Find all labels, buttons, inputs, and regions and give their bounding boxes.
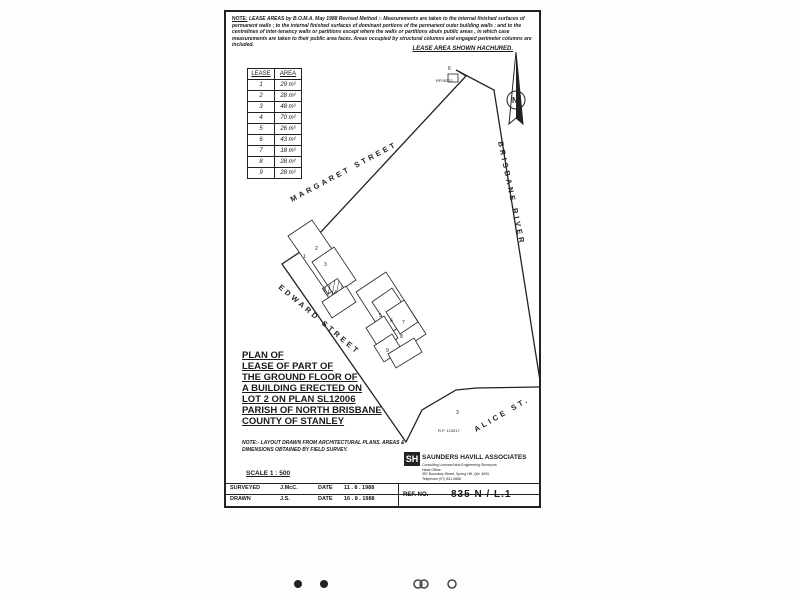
title-block-footer: SURVEYED J.McC. DATE 11 . 8 . 1988 DRAWN… bbox=[226, 483, 539, 506]
lot-ref-top: RP35332 bbox=[436, 78, 453, 83]
reference-box: REF. NO. 835 N / L.1 bbox=[398, 484, 539, 506]
title-line: COUNTY OF STANLEY bbox=[242, 416, 345, 427]
unit-label-3: 3 bbox=[324, 262, 327, 268]
layout-note: NOTE:- LAYOUT DRAWN FROM ARCHITECTURAL P… bbox=[242, 440, 405, 453]
plan-title: PLAN OF LEASE OF PART OF THE GROUND FLOO… bbox=[242, 350, 382, 427]
ref-value: 835 N / L.1 bbox=[451, 489, 512, 500]
ref-label: REF. NO. bbox=[403, 492, 429, 498]
street-margaret: MARGARET STREET bbox=[289, 139, 399, 203]
area-cell: 28 m² bbox=[274, 167, 302, 179]
firm-details: Consulting Licensed and Engineering Surv… bbox=[422, 463, 497, 481]
lot-6-marker bbox=[447, 73, 459, 83]
scan-ring-icon bbox=[413, 579, 423, 589]
firm-detail-line: 357 Boundary Street, Spring Hill, Qld. 4… bbox=[422, 472, 491, 476]
lot-ref-bottom: R.P. 123317 bbox=[438, 428, 460, 433]
scale-label: SCALE 1 : 500 bbox=[246, 470, 291, 477]
surveyed-value: J.McC. bbox=[280, 485, 298, 491]
lot-boundary bbox=[281, 69, 539, 444]
unit-label-8: 8 bbox=[400, 334, 403, 340]
note-heading: NOTE: bbox=[232, 16, 248, 22]
north-arrow-icon: N bbox=[506, 51, 526, 126]
firm-logo-icon: SH bbox=[404, 452, 420, 466]
drawn-value: J.S. bbox=[280, 496, 290, 502]
date-value: 11 . 8 . 1988 bbox=[344, 485, 375, 491]
title-line: PLAN OF bbox=[242, 350, 284, 361]
unit-label-9: 9 bbox=[386, 348, 389, 354]
scan-dot-icon bbox=[320, 580, 328, 588]
building-outline bbox=[287, 219, 427, 369]
title-line: THE GROUND FLOOR OF bbox=[242, 372, 358, 383]
drawn-label: DRAWN bbox=[230, 496, 251, 502]
street-alice: ALICE ST. bbox=[473, 395, 532, 434]
note-text: LEASE AREAS by B.O.M.A. May 1988 Revised… bbox=[232, 16, 532, 48]
title-line: A BUILDING ERECTED ON bbox=[242, 383, 362, 394]
svg-text:N: N bbox=[512, 96, 518, 105]
footer-row-surveyed: SURVEYED J.McC. DATE 11 . 8 . 1988 bbox=[226, 484, 539, 495]
firm-name: SAUNDERS HAVILL ASSOCIATES bbox=[422, 454, 527, 461]
date-value: 16 . 8 . 1988 bbox=[344, 496, 375, 502]
unit-label-5: 5 bbox=[379, 313, 382, 319]
lease-area-note: NOTE: LEASE AREAS by B.O.M.A. May 1988 R… bbox=[232, 16, 532, 49]
title-line: LOT 2 ON PLAN SL12006 bbox=[242, 394, 356, 405]
firm-detail-line: Consulting Licensed and Engineering Surv… bbox=[422, 463, 497, 467]
street-brisbane-river: BRISBANE RIVER bbox=[496, 141, 527, 247]
title-line: PARISH OF NORTH BRISBANE bbox=[242, 405, 382, 416]
unit-label-4: 4 bbox=[334, 290, 337, 296]
scan-ring-icon bbox=[419, 579, 429, 589]
date-label: DATE bbox=[318, 485, 333, 491]
scan-ring-icon bbox=[447, 579, 457, 589]
scan-dot-icon bbox=[294, 580, 302, 588]
plan-drawing: N 1 2 3 4 5 6 7 8 9 6 RP35332 bbox=[277, 51, 539, 444]
hatch-label: LEASE AREA SHOWN HACHURED. bbox=[412, 46, 513, 52]
unit-label-1: 1 bbox=[303, 254, 306, 260]
unit-label-6: 6 bbox=[390, 318, 393, 324]
firm-detail-line: Head Office: bbox=[422, 467, 442, 472]
unit-label-2: 2 bbox=[315, 246, 318, 252]
surveyed-label: SURVEYED bbox=[230, 485, 261, 491]
scan-marks bbox=[294, 579, 457, 589]
unit-label-7: 7 bbox=[402, 320, 405, 326]
survey-plan-sheet: NOTE: LEASE AREAS by B.O.M.A. May 1988 R… bbox=[224, 10, 541, 508]
lot-number-bottom: 3 bbox=[456, 410, 459, 416]
title-line: LEASE OF PART OF bbox=[242, 361, 334, 372]
lease-cell: 9 bbox=[247, 167, 275, 179]
firm-detail-line: Telephone (07) 831 6688 bbox=[422, 476, 461, 481]
date-label: DATE bbox=[318, 496, 333, 502]
lot-number-top: 6 bbox=[448, 66, 451, 72]
footer-row-drawn: DRAWN J.S. DATE 16 . 8 . 1988 bbox=[226, 495, 539, 505]
